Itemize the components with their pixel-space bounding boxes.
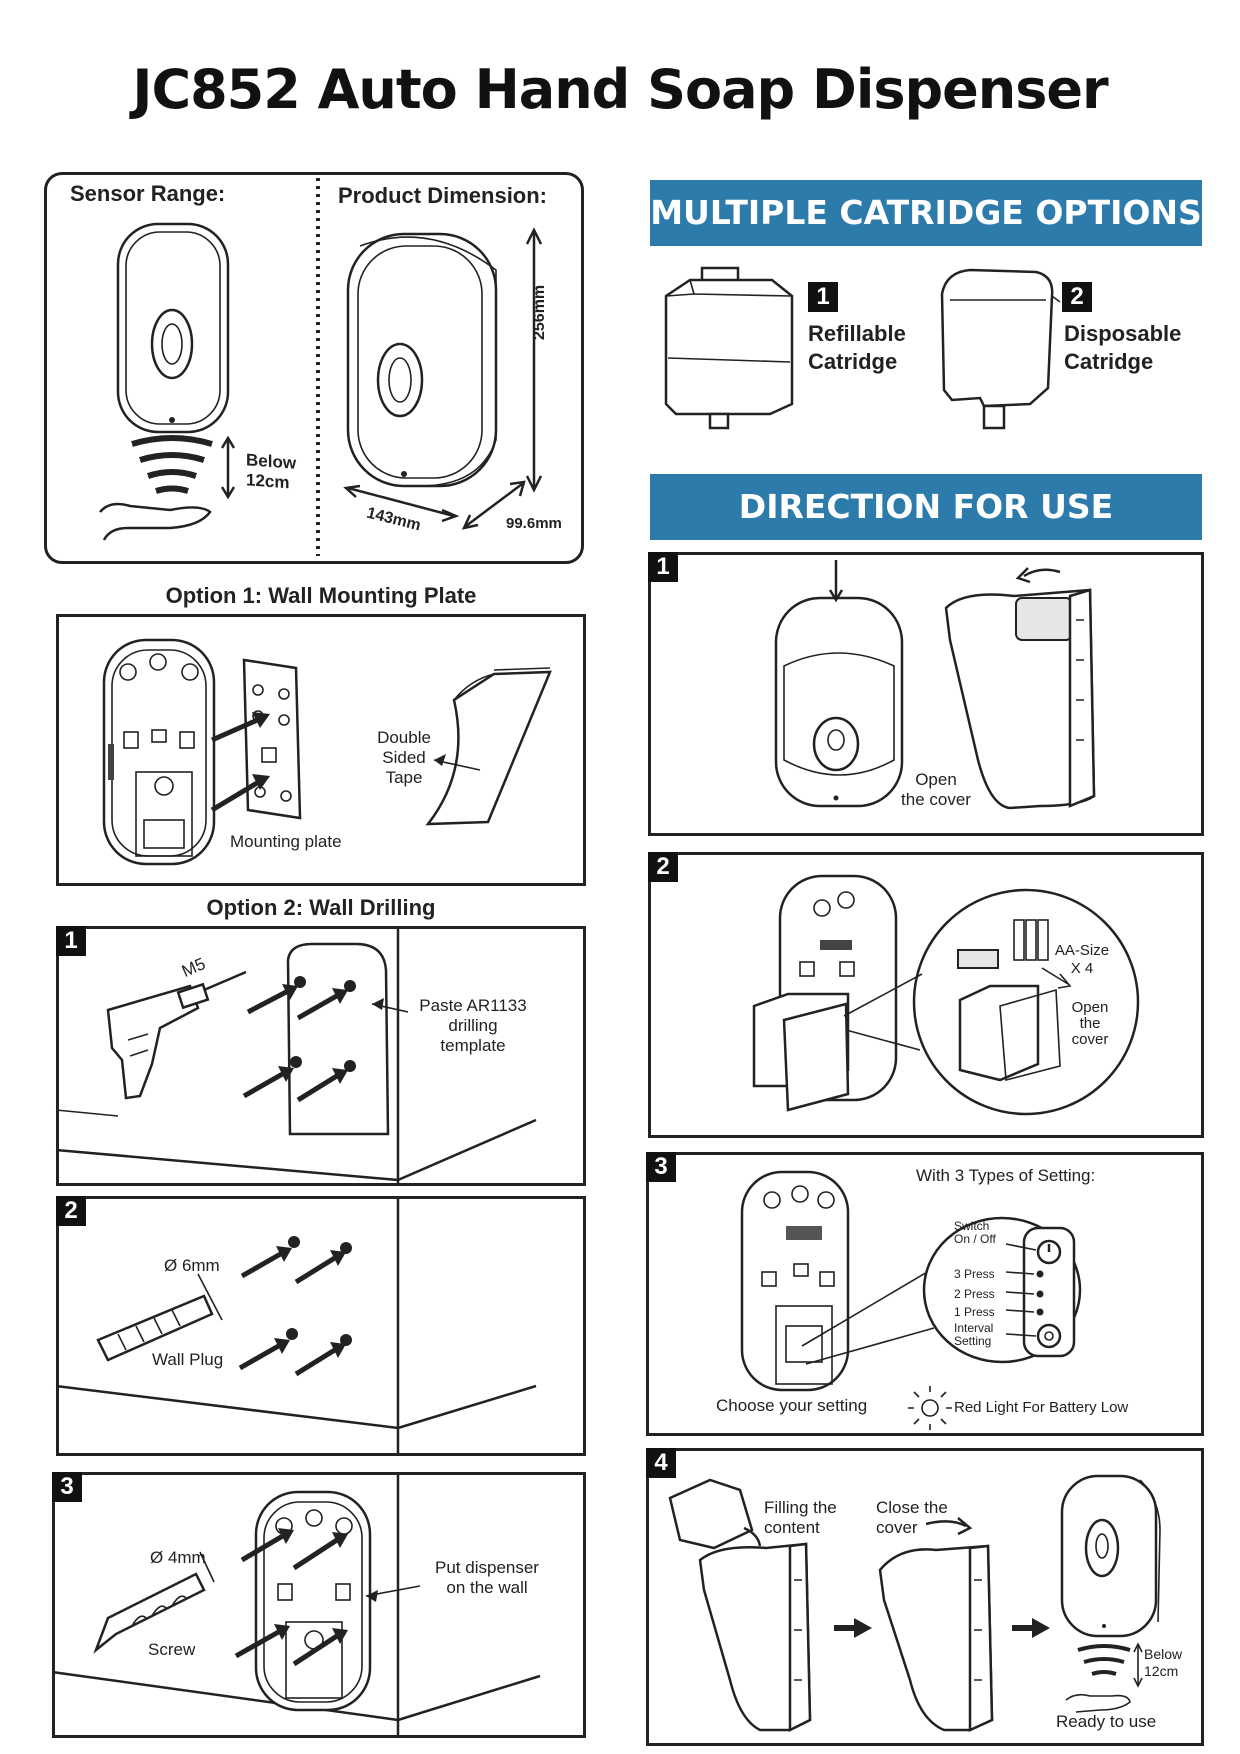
direction-banner: DIRECTION FOR USE xyxy=(650,474,1202,540)
option2-step3-number: 3 xyxy=(52,1472,82,1502)
dimension-depth-label: 99.6mm xyxy=(506,515,562,532)
setting-types-heading: With 3 Types of Setting: xyxy=(916,1166,1096,1185)
sensor-range-heading: Sensor Range: xyxy=(70,181,226,206)
direction-step3-number: 3 xyxy=(646,1152,676,1182)
option2-step1-number: 1 xyxy=(56,926,86,956)
close-cover-label: Close the cover xyxy=(876,1498,948,1537)
press1-label: 1 Press xyxy=(954,1305,995,1319)
ready-below-label: Below 12cm xyxy=(1144,1646,1183,1679)
filling-label: Filling the content xyxy=(764,1498,837,1537)
battery-label: AA-Size X 4 xyxy=(1054,942,1110,977)
screw-diameter-label: Ø 4mm xyxy=(150,1548,206,1567)
option2-step2-number: 2 xyxy=(56,1196,86,1226)
cartridge-1-number: 1 xyxy=(808,282,838,312)
product-dimension-heading: Product Dimension: xyxy=(338,183,548,208)
cartridge-2-label: Disposable Catridge xyxy=(1064,321,1182,374)
choose-setting-label: Choose your setting xyxy=(716,1396,868,1415)
cartridge-2-number: 2 xyxy=(1062,282,1092,312)
ready-to-use-label: Ready to use xyxy=(1056,1712,1157,1731)
drilling-template-label: Paste AR1133 drilling template xyxy=(419,996,527,1055)
press2-label: 2 Press xyxy=(954,1287,995,1301)
press3-label: 3 Press xyxy=(954,1267,995,1281)
open-cover-label-1: Open the cover xyxy=(901,770,971,809)
cartridge-options-banner: MULTIPLE CATRIDGE OPTIONS xyxy=(650,180,1202,246)
direction-step1-panel xyxy=(648,552,1204,836)
switch-label: Switch On / Off xyxy=(954,1219,996,1246)
page-title: JC852 Auto Hand Soap Dispenser xyxy=(132,58,1108,121)
battery-low-label: Red Light For Battery Low xyxy=(954,1399,1129,1416)
mounting-plate-label: Mounting plate xyxy=(230,832,342,851)
interval-label: Interval Setting xyxy=(954,1321,994,1348)
open-cover-label-2: Open the cover xyxy=(1071,999,1109,1048)
plug-diameter-label: Ø 6mm xyxy=(164,1256,220,1275)
option1-heading: Option 1: Wall Mounting Plate xyxy=(165,583,477,608)
direction-step2-number: 2 xyxy=(648,852,678,882)
direction-step4-number: 4 xyxy=(646,1448,676,1478)
put-dispenser-label: Put dispenser on the wall xyxy=(435,1558,539,1597)
direction-step1-number: 1 xyxy=(648,552,678,582)
wall-plug-label: Wall Plug xyxy=(152,1350,224,1369)
option2-heading: Option 2: Wall Drilling xyxy=(206,895,436,920)
double-sided-tape-label: Double Sided Tape xyxy=(377,728,431,787)
cartridge-1-label: Refillable Catridge xyxy=(808,321,906,374)
screw-label: Screw xyxy=(148,1640,196,1659)
